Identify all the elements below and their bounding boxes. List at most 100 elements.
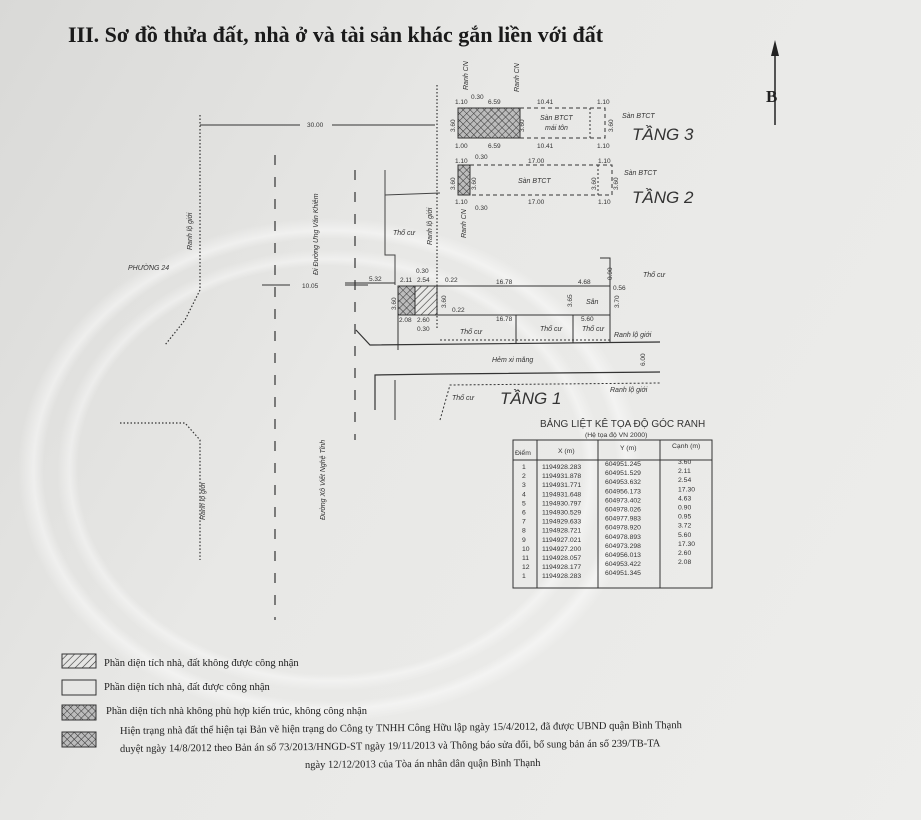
coord-cell: 604951.345 — [605, 570, 641, 577]
f1-dim-e: 4.68 — [578, 279, 591, 286]
f1-dim-o: 0.30 — [417, 326, 430, 333]
floor-1-plan: 5.32 2.11 2.54 0.30 0.22 16.78 4.68 0.90… — [345, 257, 666, 421]
coord-cell: 1 — [522, 464, 526, 471]
coord-cell: 17.30 — [678, 541, 695, 548]
coord-cell: 17.30 — [678, 486, 695, 493]
f3-dim-bottom-left: 1.00 — [455, 143, 468, 150]
road-boundary-label-upper: Ranh lộ giới — [187, 212, 194, 250]
f1-dim-j: 3.65 — [567, 294, 574, 307]
f1-dim-i: 3.60 — [441, 295, 448, 308]
coordinate-table: BẢNG LIỆT KÊ TỌA ĐỘ GÓC RANH (Hệ tọa độ … — [512, 417, 713, 589]
north-arrow-icon — [771, 40, 779, 125]
coord-cell: 10 — [522, 546, 530, 553]
f1-dim-left-off: 5.32 — [369, 276, 382, 283]
coord-cell: 1194927.021 — [542, 537, 581, 544]
f2-dim-inner-left: 3.60 — [471, 177, 478, 190]
coord-cell: 604973.402 — [605, 497, 641, 504]
coord-cell: 1194927.200 — [542, 546, 581, 553]
f1-road-boundary-lower: Ranh lộ giới — [610, 387, 648, 394]
f3-dim-right-bottom: 1.10 — [597, 143, 610, 150]
legend-swatch-cross-2 — [61, 731, 97, 748]
f1-dim-q: 6.00 — [640, 353, 647, 366]
coord-cell: 1194928.283 — [542, 464, 581, 471]
coord-cell: 604953.422 — [605, 561, 641, 568]
legend-text-3: Phần diện tích nhà không phù hợp kiến tr… — [106, 706, 368, 717]
residential-label-upper: Thổ cư — [393, 229, 416, 237]
coord-cell: 1194930.529 — [542, 510, 581, 517]
coord-header-y: Y (m) — [620, 445, 637, 452]
f2-dim-right-top: 1.10 — [598, 158, 611, 165]
coord-cell: 604956.013 — [605, 552, 641, 559]
coord-cell: 1194929.633 — [542, 519, 581, 526]
coord-table-title: BẢNG LIỆT KÊ TỌA ĐỘ GÓC RANH — [540, 417, 705, 430]
f1-dim-h: 3.60 — [391, 297, 398, 310]
coord-cell: 2.08 — [678, 559, 691, 566]
coord-cell: 4.63 — [678, 495, 691, 502]
coord-cell: 4 — [522, 491, 526, 498]
coord-cell: 0.90 — [678, 505, 691, 512]
page-title: III. Sơ đồ thửa đất, nhà ở và tài sản kh… — [68, 22, 604, 47]
coord-cell: 604951.245 — [605, 461, 641, 468]
f3-dim-left: 3.60 — [450, 119, 457, 132]
legend-text-4b: duyệt ngày 14/8/2012 theo Bản án số 73/2… — [120, 738, 661, 755]
coord-cell: 5.60 — [678, 532, 691, 539]
road-width-dim: 10.05 — [302, 283, 319, 290]
f2-dim-top-left: 1.10 — [455, 158, 468, 165]
f3-dim-hatched-bottom: 6.59 — [488, 143, 501, 150]
coord-header-edge: Cạnh (m) — [672, 443, 700, 450]
coord-cell: 8 — [522, 528, 526, 535]
f2-dim-bottom-offset: 0.30 — [475, 205, 488, 212]
f1-dim-bottom: 16.78 — [496, 316, 513, 323]
f2-dim-top: 17.00 — [528, 158, 545, 165]
f2-boundary: Ranh CN — [461, 208, 468, 238]
f3-side-label: Sàn BTCT — [622, 113, 655, 120]
coord-cell: 3 — [522, 482, 526, 489]
dim-top-30: 30.00 — [307, 122, 324, 129]
f3-roof-label: mái tôn — [545, 125, 568, 132]
f2-dim-bottom: 17.00 — [528, 199, 545, 206]
coord-cell: 1194930.797 — [542, 500, 581, 507]
f2-dim-right-bottom: 1.10 — [598, 199, 611, 206]
coord-cell: 6 — [522, 510, 526, 517]
north-label: B — [766, 87, 777, 106]
coord-cell: 2.54 — [678, 477, 691, 484]
coord-cell: 2 — [522, 473, 526, 480]
f1-residential-1: Thổ cư — [460, 328, 483, 336]
coord-cell: 2.60 — [678, 550, 691, 557]
coord-cell: 604978.893 — [605, 534, 641, 541]
ward-label: PHƯỜNG 24 — [128, 263, 169, 272]
street-upper-label: Đi Đường Ưng Văn Khiêm — [313, 193, 320, 275]
legend-text-1: Phần diện tích nhà, đất không được công … — [104, 658, 299, 669]
f1-dim-b: 2.54 — [417, 277, 430, 284]
f2-side-label: Sàn BTCT — [624, 170, 657, 177]
coord-cell: 1194928.721 — [542, 528, 581, 535]
coord-cell: 1194928.057 — [542, 555, 581, 562]
f1-dim-m: 2.08 — [399, 317, 412, 324]
coord-cell: 5 — [522, 500, 526, 507]
f3-boundary-right: Ranh CN — [514, 62, 521, 92]
legend-swatch-diagonal — [61, 653, 97, 669]
coord-cell: 604973.298 — [605, 543, 641, 550]
legend: Phần diện tích nhà, đất không được công … — [61, 653, 683, 771]
road-boundary-label-lower: Ranh lộ giới — [200, 482, 207, 520]
f2-slab-label: Sàn BTCT — [518, 178, 551, 185]
coord-cell: 604953.632 — [605, 479, 641, 486]
coord-cell: 2.11 — [678, 468, 691, 475]
f1-dim-f: 0.90 — [607, 267, 614, 280]
f1-dim-k: 3.70 — [614, 295, 621, 308]
coord-cell: 7 — [522, 519, 526, 526]
floor-3-title: TẦNG 3 — [632, 125, 694, 144]
coord-cell: 604978.920 — [605, 525, 641, 532]
f1-dim-a: 2.11 — [400, 277, 413, 284]
f3-dim-top-left: 1.10 — [455, 99, 468, 106]
coord-cell: 1194931.878 — [542, 473, 581, 480]
f3-boundary-left: Ranh CN — [463, 60, 470, 90]
legend-text-2: Phần diện tích nhà, đất được công nhận — [104, 682, 271, 693]
legend-text-4a: Hiện trạng nhà đất thể hiện tại Bản vẽ h… — [120, 720, 683, 737]
f1-road-boundary-upper: Ranh lộ giới — [614, 332, 652, 339]
coord-cell: 1194928.177 — [542, 564, 581, 571]
f3-dim-mid: 3.60 — [519, 119, 526, 132]
f2-dim-bottom-left: 1.10 — [455, 199, 468, 206]
legend-swatch-empty — [61, 679, 97, 696]
